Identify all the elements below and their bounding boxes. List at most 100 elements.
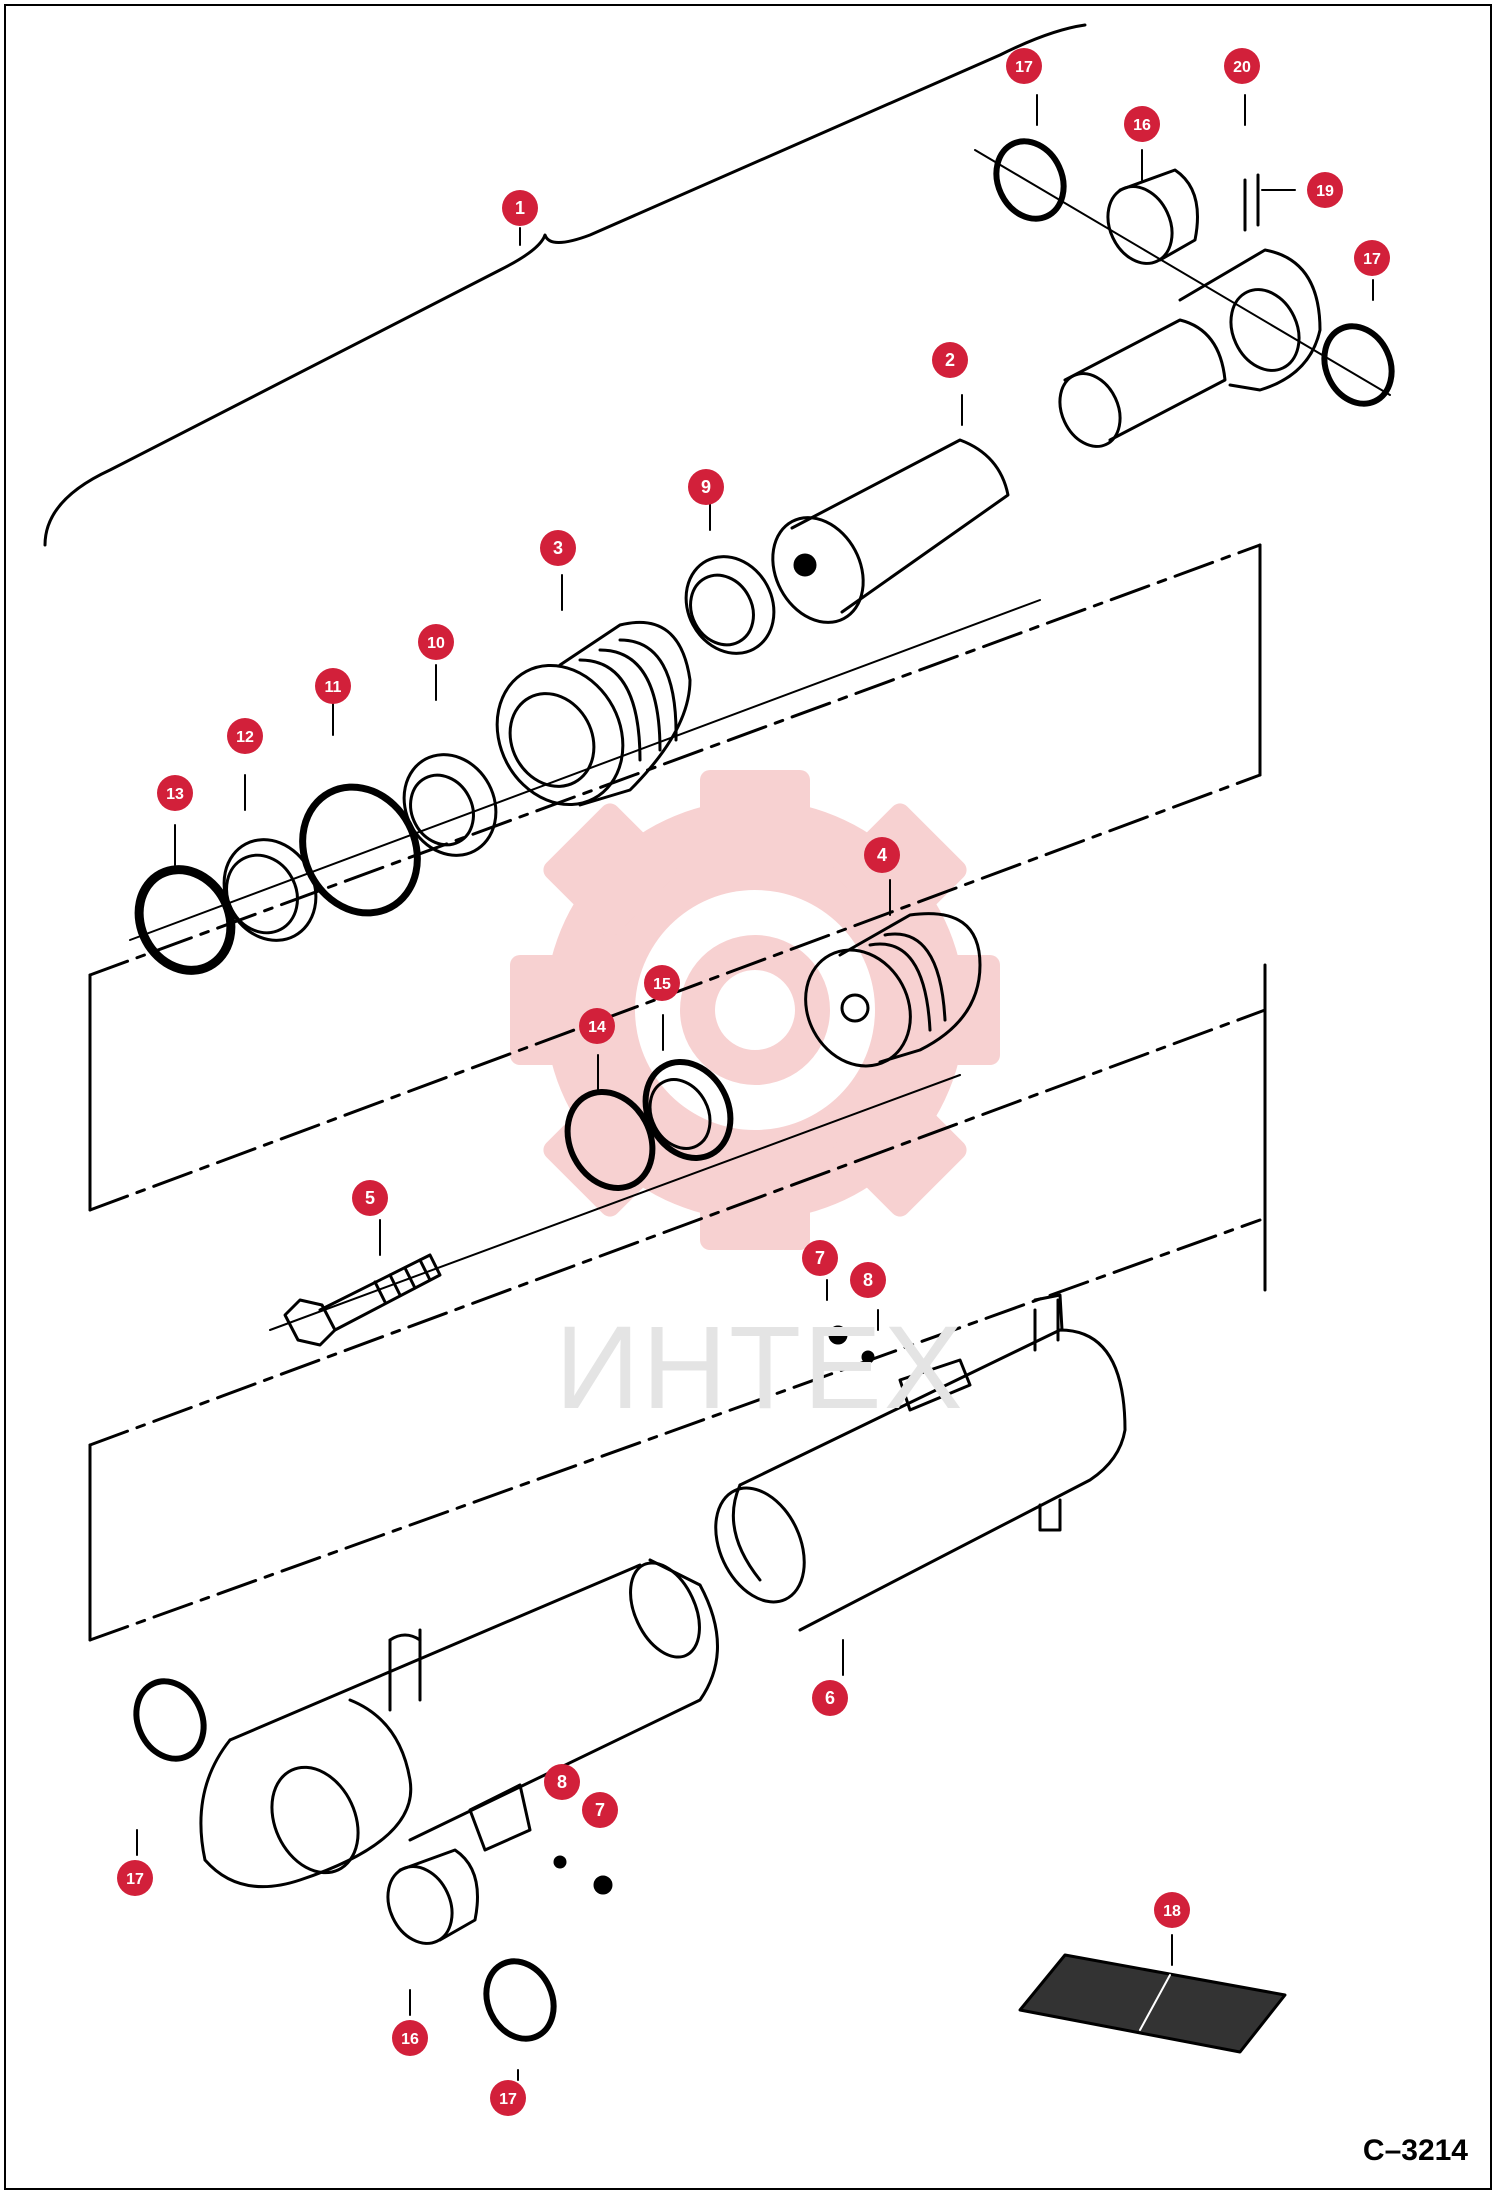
part-rod: [771, 438, 1010, 624]
callout-8[interactable]: 8: [850, 1262, 886, 1298]
callout-badge: [1124, 106, 1160, 142]
part-piston: [804, 912, 982, 1068]
callout-17[interactable]: 17: [490, 2080, 526, 2116]
callout-17[interactable]: 17: [1006, 48, 1042, 84]
callout-label: 15: [653, 976, 671, 993]
assembly-brace: [43, 23, 1087, 547]
callout-badge: [1354, 240, 1390, 276]
part-cylinder-tube: [199, 1558, 719, 1889]
callout-6[interactable]: 6: [812, 1680, 848, 1716]
callout-label: 13: [166, 786, 184, 803]
callout-5[interactable]: 5: [352, 1180, 388, 1216]
callout-label: 4: [877, 845, 887, 865]
boundary-verticals: [88, 543, 1267, 1642]
callout-label: 9: [701, 477, 711, 497]
callout-badge: [315, 668, 351, 704]
callout-16[interactable]: 16: [392, 2020, 428, 2056]
callout-badge: [1224, 48, 1260, 84]
callout-badge: [157, 775, 193, 811]
callout-16[interactable]: 16: [1124, 106, 1160, 142]
callout-17[interactable]: 17: [1354, 240, 1390, 276]
callout-18[interactable]: 18: [1154, 1892, 1190, 1928]
callout-9[interactable]: 9: [688, 469, 724, 505]
callout-label: 17: [1363, 251, 1381, 268]
part-decal: [1018, 1953, 1287, 2054]
callout-15[interactable]: 15: [644, 965, 680, 1001]
callout-badge: [418, 624, 454, 660]
drawing-code: C–3214: [1362, 2134, 1468, 2167]
callout-badge: [117, 1860, 153, 1896]
callout-10[interactable]: 10: [418, 624, 454, 660]
callout-8[interactable]: 8: [544, 1764, 580, 1800]
boundary-lines: [88, 543, 1267, 1642]
callout-label: 1: [515, 198, 525, 218]
callout-badge: [227, 718, 263, 754]
part-bolt: [283, 1253, 442, 1347]
callout-4[interactable]: 4: [864, 837, 900, 873]
callout-13[interactable]: 13: [157, 775, 193, 811]
callout-label: 10: [427, 635, 445, 652]
callout-badge: [502, 190, 538, 226]
callout-badge: [1006, 48, 1042, 84]
callout-label: 14: [588, 1019, 606, 1036]
callout-7[interactable]: 7: [802, 1240, 838, 1276]
callout-label: 16: [401, 2031, 419, 2048]
part-barrel: [714, 1293, 1127, 1632]
callout-badge: [1307, 172, 1343, 208]
callout-badge: [864, 837, 900, 873]
callout-label: 20: [1233, 59, 1251, 76]
callout-17[interactable]: 17: [117, 1860, 153, 1896]
callout-19[interactable]: 19: [1307, 172, 1343, 208]
watermark-text: ИНТЕХ: [555, 1302, 965, 1434]
callout-label: 12: [236, 729, 254, 746]
callout-label: 17: [1015, 59, 1033, 76]
callout-badge: [932, 342, 968, 378]
part-bushings: [133, 138, 1395, 2042]
callout-label: 17: [499, 2091, 517, 2108]
callout-label: 8: [557, 1772, 567, 1792]
callout-label: 17: [126, 1871, 144, 1888]
leader-lines: [136, 94, 1374, 2081]
callout-badge: [582, 1792, 618, 1828]
callout-label: 8: [863, 1270, 873, 1290]
callout-14[interactable]: 14: [579, 1008, 615, 1044]
part-head: [495, 620, 692, 807]
callout-label: 19: [1316, 183, 1334, 200]
callout-2[interactable]: 2: [932, 342, 968, 378]
callout-11[interactable]: 11: [315, 668, 351, 704]
callout-label: 6: [825, 1688, 835, 1708]
callout-20[interactable]: 20: [1224, 48, 1260, 84]
callout-label: 7: [815, 1248, 825, 1268]
callout-label: 2: [945, 350, 955, 370]
callout-label: 11: [325, 679, 342, 696]
callout-label: 7: [595, 1800, 605, 1820]
axis-lines: [129, 149, 1391, 1331]
callout-badge: [812, 1680, 848, 1716]
part-rings: [134, 753, 498, 975]
callout-3[interactable]: 3: [540, 530, 576, 566]
callout-badge: [392, 2020, 428, 2056]
callout-badge: [579, 1008, 615, 1044]
callout-badge: [1154, 1892, 1190, 1928]
callout-badge: [544, 1764, 580, 1800]
callout-badge: [644, 965, 680, 1001]
part-rod-eye: [1058, 173, 1322, 448]
callout-badge: [802, 1240, 838, 1276]
callout-badge: [850, 1262, 886, 1298]
callout-badge: [490, 2080, 526, 2116]
callout-badge: [352, 1180, 388, 1216]
callout-badge: [688, 469, 724, 505]
callout-12[interactable]: 12: [227, 718, 263, 754]
part-seal-9: [684, 555, 776, 655]
part-fittings: [468, 1325, 875, 1895]
callout-badge: [540, 530, 576, 566]
callout-7[interactable]: 7: [582, 1792, 618, 1828]
callout-label: 3: [553, 538, 563, 558]
callout-label: 16: [1133, 117, 1151, 134]
callout-label: 18: [1163, 1903, 1181, 1920]
callout-1[interactable]: 1: [502, 190, 538, 226]
callout-label: 5: [365, 1188, 375, 1208]
